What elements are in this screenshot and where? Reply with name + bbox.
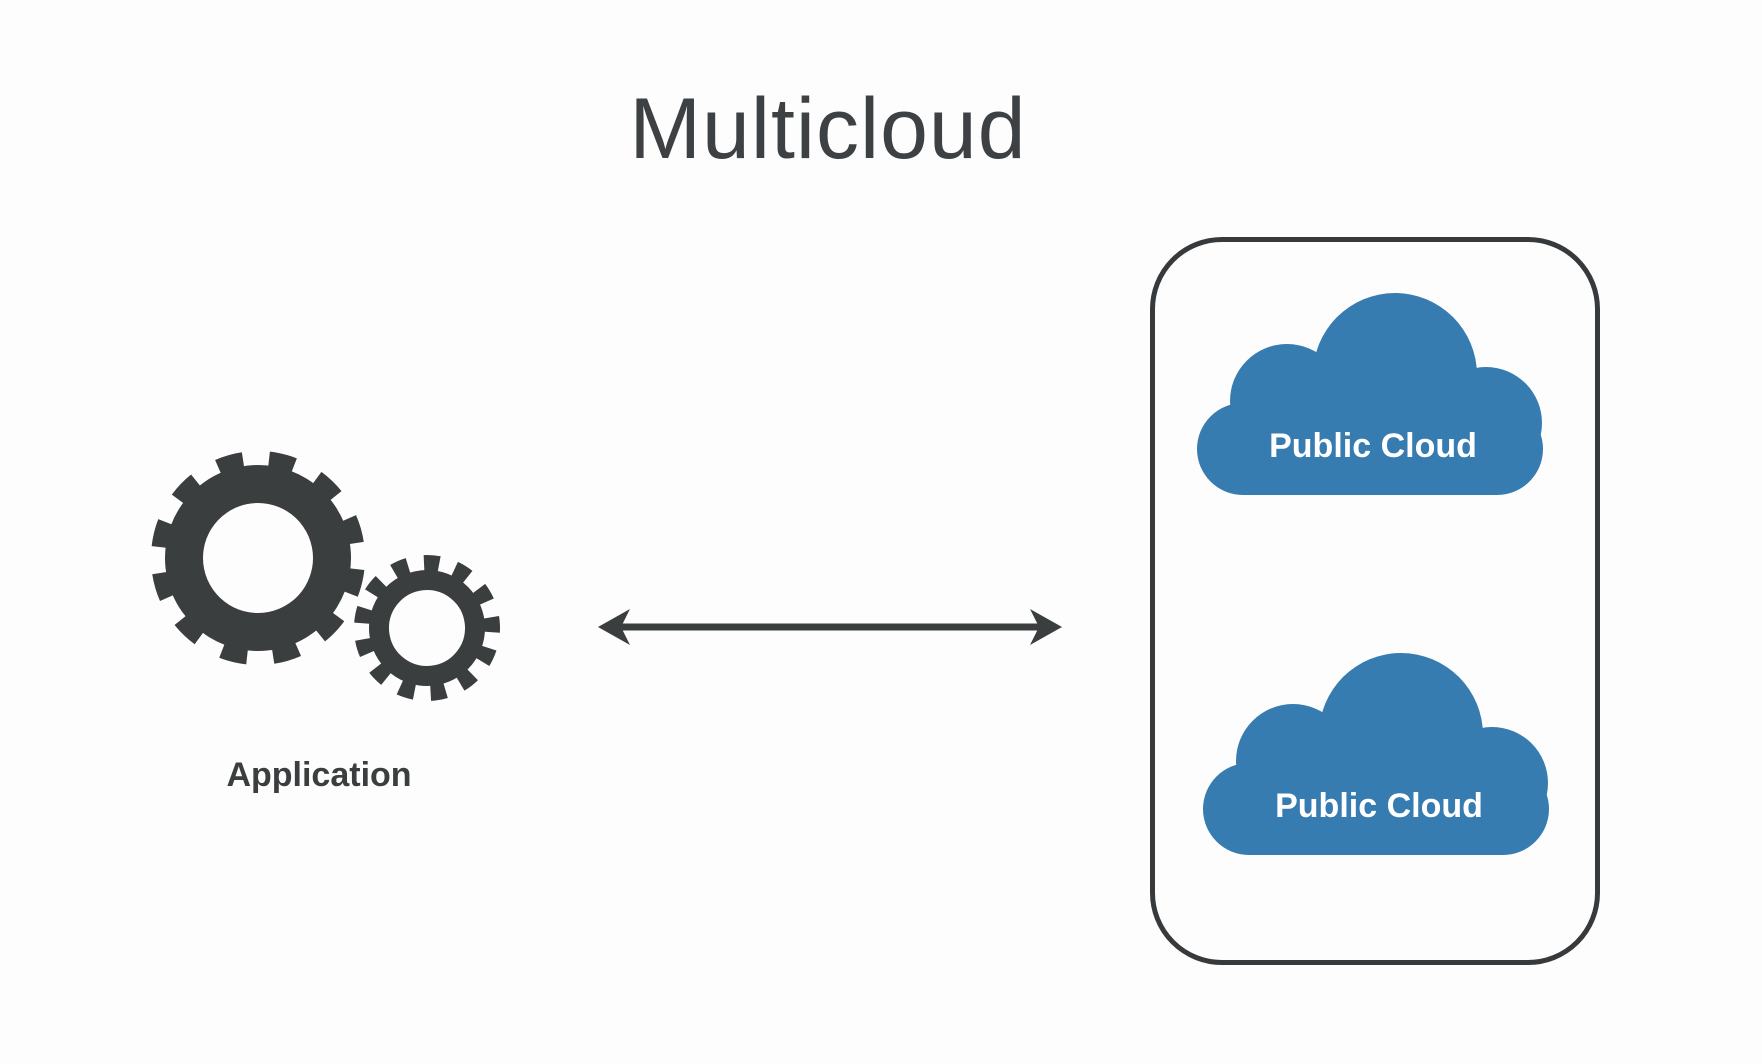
diagram-title: Multicloud	[629, 81, 1027, 177]
public-cloud-icon: Public Cloud	[1203, 653, 1549, 855]
double-headed-arrow-icon	[598, 609, 1062, 645]
arrowhead-right	[1030, 609, 1062, 645]
small-gear-icon	[354, 555, 500, 701]
cloud-shape	[1203, 653, 1549, 855]
public-cloud-container: Public Cloud Public Cloud	[1150, 237, 1600, 965]
public-cloud-label: Public Cloud	[1275, 787, 1483, 825]
public-cloud-icon: Public Cloud	[1197, 293, 1543, 495]
application-label: Application	[226, 756, 412, 794]
large-gear-icon	[151, 451, 365, 665]
public-cloud-label: Public Cloud	[1269, 427, 1477, 465]
cloud-shape	[1197, 293, 1543, 495]
gears-icon	[151, 451, 500, 701]
application-group	[140, 440, 510, 720]
arrowhead-left	[598, 609, 630, 645]
